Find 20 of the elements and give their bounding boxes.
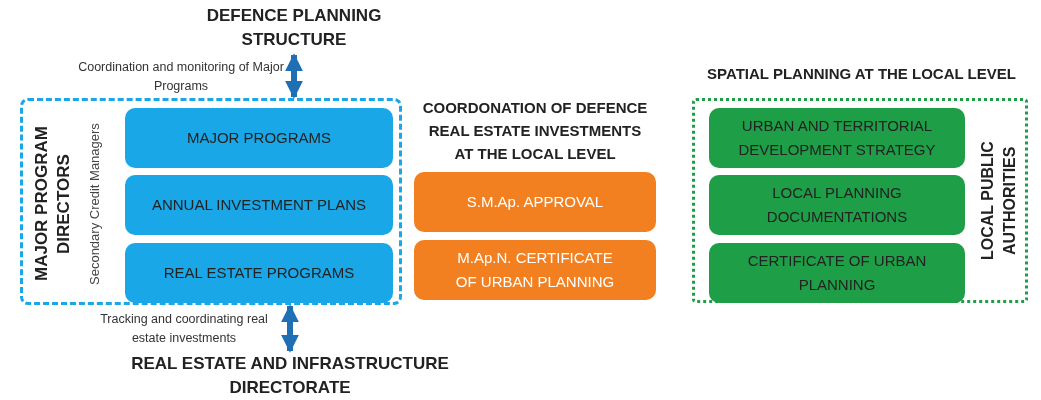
group-frame xyxy=(20,98,402,305)
edge-label: Coordination and monitoring of Major Programs xyxy=(77,59,285,95)
heading-text: REAL ESTATE AND INFRASTRUCTURE DIRECTORATE xyxy=(130,352,450,400)
process-box: REAL ESTATE PROGRAMS xyxy=(125,243,393,303)
group-title: MAJOR PROGRAM DIRECTORS xyxy=(31,125,74,284)
edge-label: Tracking and coordinating real estate investments xyxy=(99,311,269,347)
process-box: ANNUAL INVESTMENT PLANS xyxy=(125,175,393,235)
double-arrow xyxy=(285,53,303,99)
heading-text: DEFENCE PLANNING STRUCTURE xyxy=(194,4,394,54)
section-heading: COORDONATION OF DEFENCE REAL ESTATE INVESTMENTS AT THE LOCAL LEVEL xyxy=(421,98,649,164)
group-title: SPATIAL PLANNING AT THE LOCAL LEVEL xyxy=(706,65,1017,82)
group-title: LOCAL PUBLIC AUTHORITIES xyxy=(978,140,1019,263)
process-box: URBAN AND TERRITORIAL DEVELOPMENT STRATEGY xyxy=(709,108,965,168)
process-box: MAJOR PROGRAMS xyxy=(125,108,393,168)
group-subtitle: Secondary Credit Managers xyxy=(87,122,102,287)
process-box: CERTIFICATE OF URBAN PLANNING xyxy=(709,243,965,303)
process-box: S.M.Ap. APPROVAL xyxy=(414,172,656,232)
process-box: LOCAL PLANNING DOCUMENTATIONS xyxy=(709,175,965,235)
process-box: M.Ap.N. CERTIFICATE OF URBAN PLANNING xyxy=(414,240,656,300)
double-arrow xyxy=(281,304,299,353)
